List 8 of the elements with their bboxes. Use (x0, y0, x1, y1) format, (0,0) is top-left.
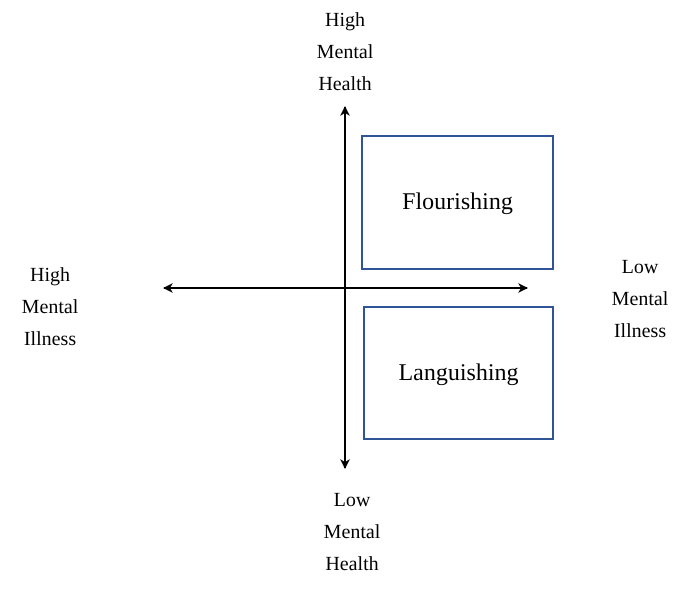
axis-label: High Mental Illness (22, 263, 78, 352)
quadrant-box (361, 135, 554, 270)
quadrant-label: Languishing (398, 360, 518, 386)
axis-label: Low Mental Health (324, 488, 380, 577)
axis-label: Low Mental Illness (612, 255, 668, 344)
quadrant-label: Flourishing (402, 189, 513, 216)
quadrant-box (363, 306, 554, 440)
axis-label: High Mental Health (316, 8, 374, 97)
